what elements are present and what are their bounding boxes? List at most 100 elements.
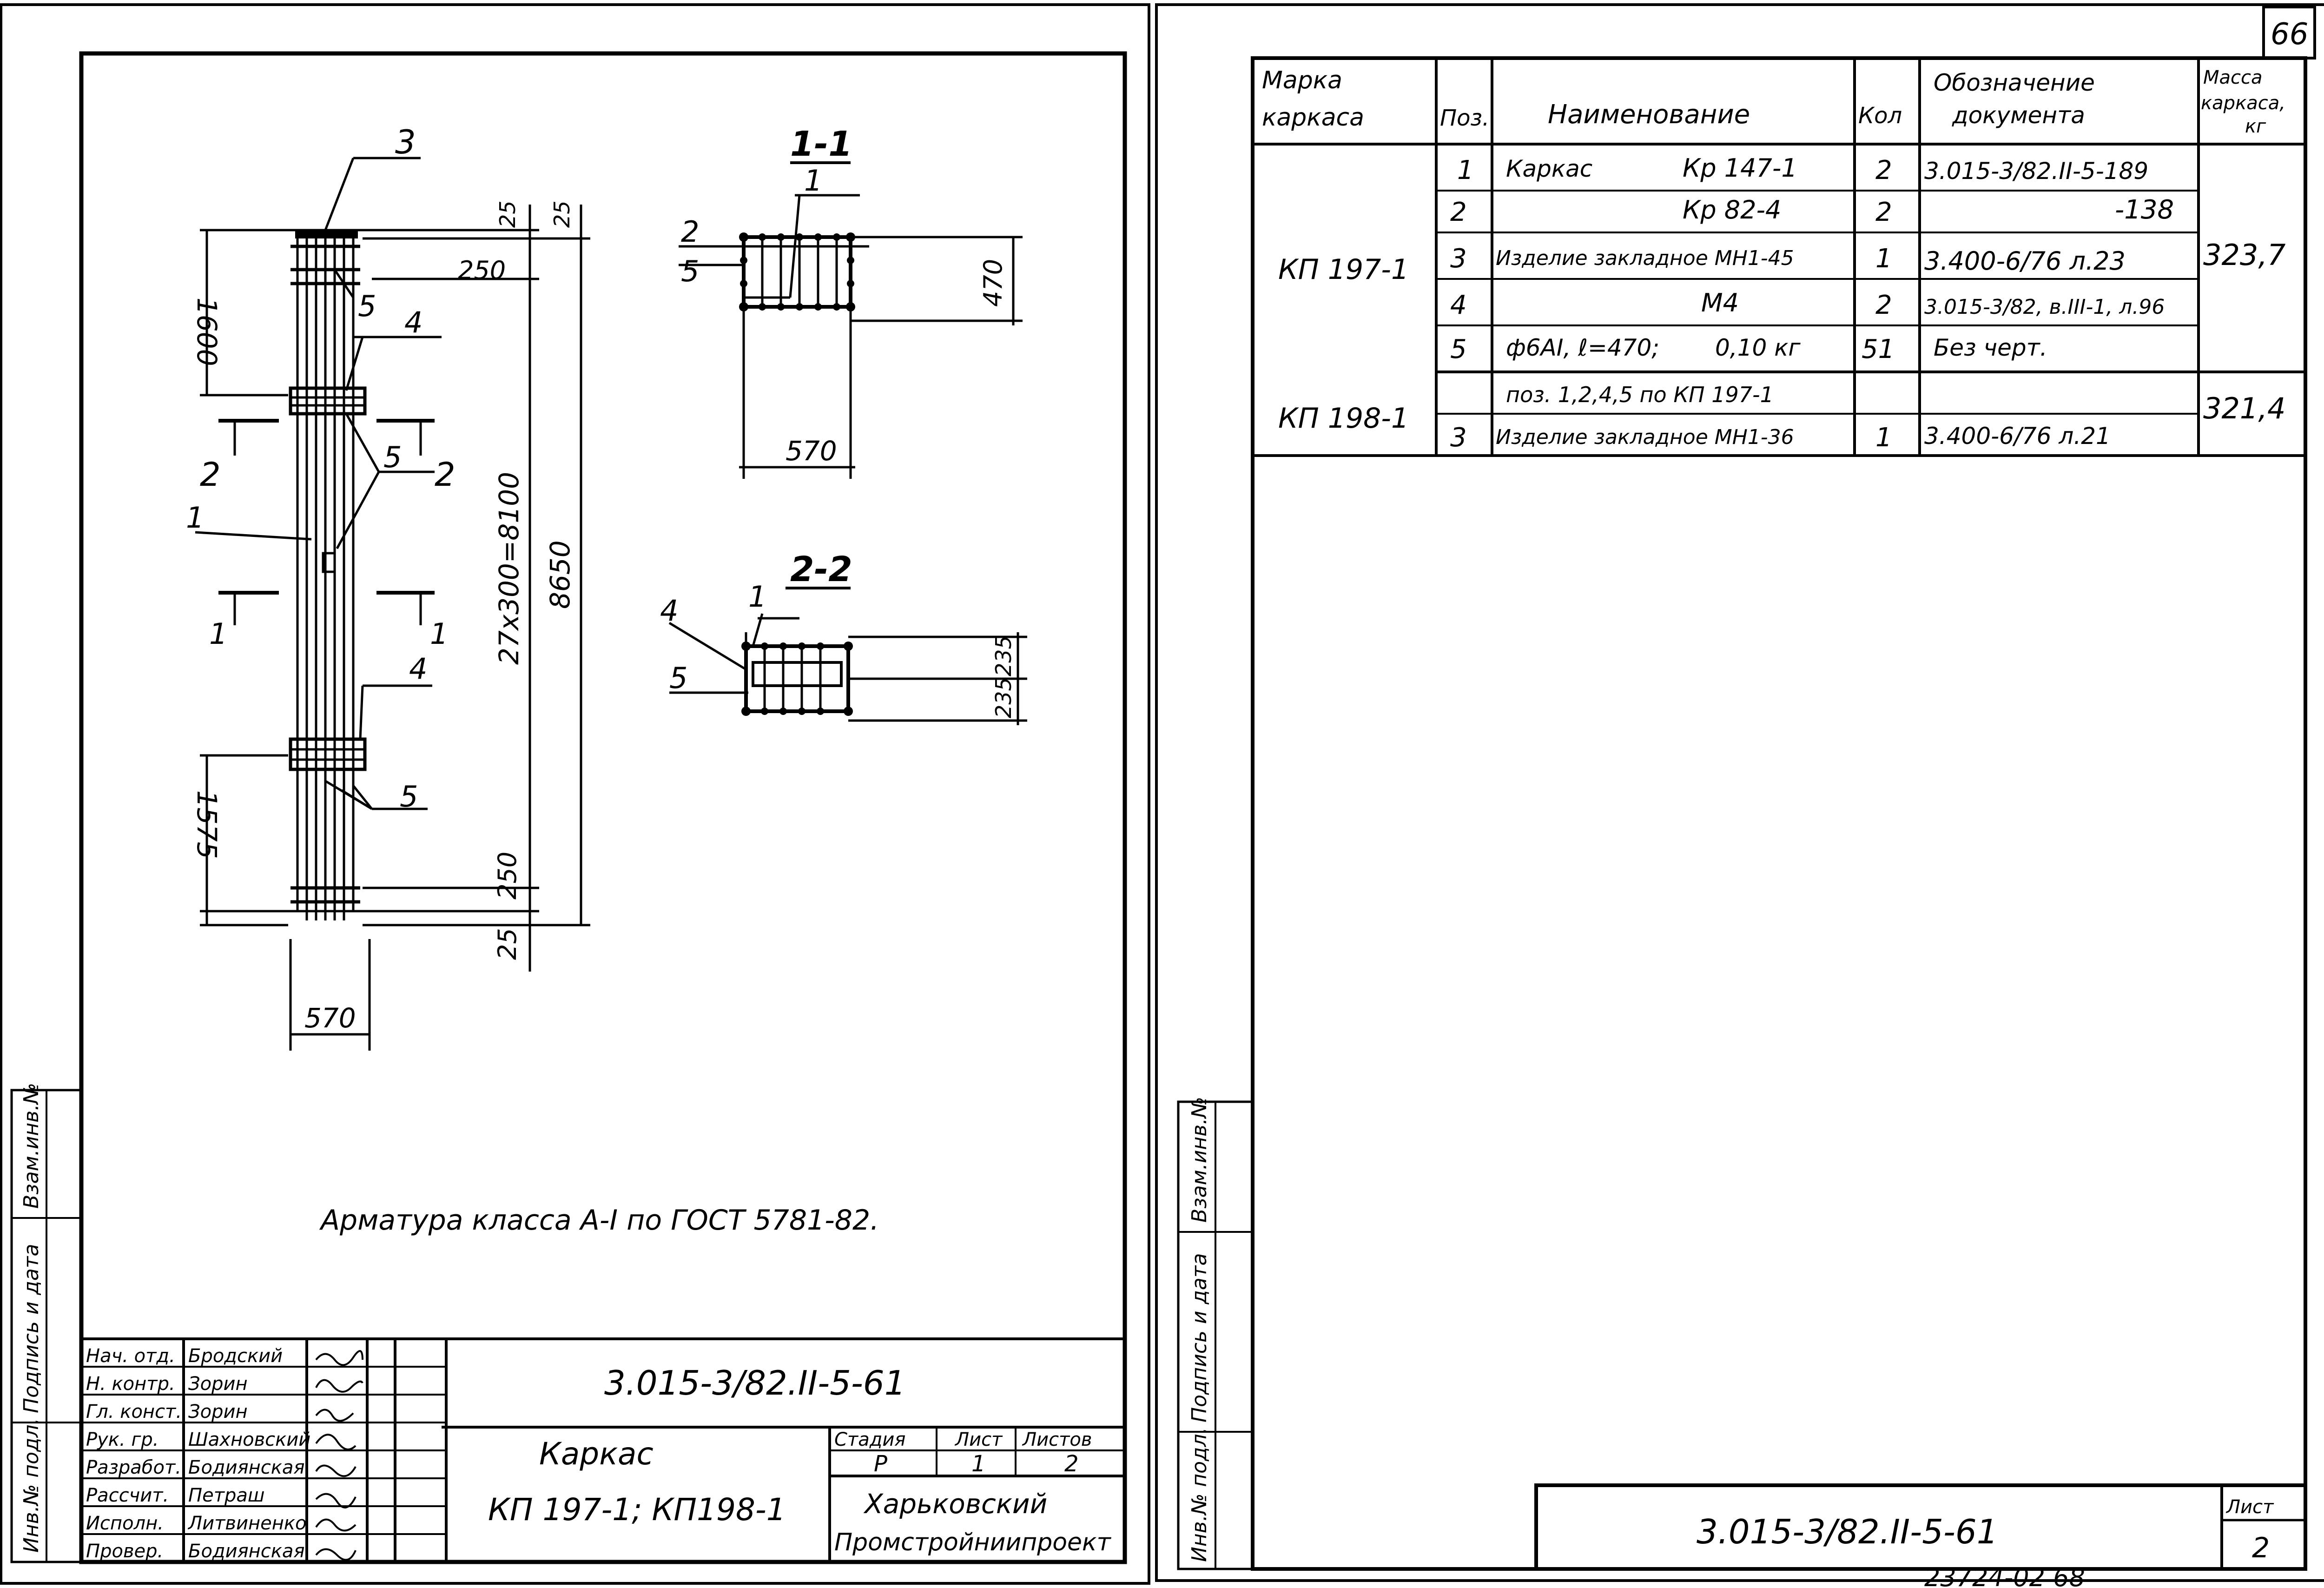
tb-sheets-header: Листов (1022, 1429, 1092, 1450)
row1-name2: Кр 147-1 (1683, 153, 1797, 183)
tb-role-8: Провер. (86, 1541, 163, 1562)
tb-role-1: Нач. отд. (86, 1345, 175, 1367)
section-1-1-title: 1-1 (790, 124, 852, 164)
tb-name-7: Литвиненко (187, 1513, 307, 1534)
left-outer-border (0, 3, 1150, 1585)
row4-qty: 2 (1875, 290, 1892, 320)
section-2-2-title: 2-2 (790, 549, 852, 589)
longitudinal-bars (296, 235, 355, 920)
stamp-inv-label-r: Инв.№ подл. (1188, 1427, 1211, 1562)
group-mark-kp198: КП 198-1 (1278, 402, 1409, 435)
row5-doc: Без черт. (1934, 334, 2047, 361)
row5-name2: 0,10 кг (1715, 334, 1801, 361)
section-1-dim-570: 570 (786, 435, 837, 467)
tb-sheets-value: 2 (1064, 1451, 1079, 1477)
row4-name2: М4 (1701, 288, 1739, 318)
section-2-callout-1: 1 (748, 580, 766, 614)
section-cut-marks (218, 419, 435, 625)
section-2-2: 2-2 (660, 549, 1027, 725)
dim-8650: 8650 (544, 540, 576, 609)
tb-stage-header: Стадия (834, 1429, 905, 1450)
cut-1-right: 1 (430, 617, 448, 651)
hdr-doc-1: Обозначение (1934, 69, 2095, 96)
tb-org-line2: Промстройниипроект (834, 1528, 1111, 1556)
top-plate-embed (295, 230, 358, 238)
reinforcement-note: Арматура класса А-I по ГОСТ 5781-82. (319, 1204, 879, 1237)
page-number-box (2262, 6, 2316, 60)
dim-1600: 1600 (191, 298, 223, 366)
dim-top-25a: 25 (495, 200, 520, 228)
row7-qty: 1 (1875, 423, 1892, 453)
group-mass-kp198: 321,4 (2203, 391, 2286, 425)
group-mark-kp197: КП 197-1 (1278, 253, 1409, 286)
tb-name-2: Зорин (188, 1373, 248, 1395)
row3-qty: 1 (1875, 244, 1892, 274)
spec-table: Марка каркаса Поз. Наименование Кол Обоз… (1253, 58, 2305, 457)
section-1-callout-2: 2 (681, 215, 699, 249)
dim-570-elevation: 570 (304, 1002, 356, 1034)
row7-name: Изделие закладное МН1-36 (1496, 425, 1794, 449)
row3-pos: 3 (1450, 244, 1467, 274)
row3-doc: 3.400-6/76 л.23 (1924, 246, 2126, 276)
callout-5-bottom: 5 (400, 780, 418, 814)
stamp-sign-label-r: Подпись и дата (1188, 1253, 1211, 1423)
callout-3: 3 (395, 123, 416, 161)
row1-doc: 3.015-3/82.II-5-189 (1924, 158, 2148, 185)
right-footer-stamp: 3.015-3/82.II-5-61 Лист 2 (1534, 1483, 2307, 1571)
row2-qty: 2 (1875, 197, 1892, 227)
row5-name: ф6АI, ℓ=470; (1506, 334, 1659, 361)
cut-2-right: 2 (435, 456, 456, 494)
footer-sheet-label: Лист (2225, 1496, 2274, 1518)
elevation-dim-lines (200, 205, 590, 1051)
stamp-replace-label-r: Взам.инв.№ (1188, 1097, 1211, 1223)
right-sheet: 66 Инв.№ подл. Подпись и дата Взам.инв.№ (1155, 3, 2324, 1588)
group-mass-kp197: 323,7 (2203, 238, 2286, 272)
tb-name-6: Петраш (188, 1485, 265, 1506)
section-1-callout-5: 5 (681, 254, 699, 288)
row2-pos: 2 (1450, 197, 1467, 227)
signatures (315, 1350, 363, 1561)
embed-part-upper (289, 386, 367, 416)
section-1-callout-1: 1 (804, 164, 822, 198)
section-2-callout-5: 5 (669, 661, 687, 695)
dim-250-top: 250 (458, 256, 506, 285)
row3-name: Изделие закладное МН1-45 (1496, 246, 1794, 270)
row2-doc: -138 (2115, 195, 2174, 225)
tb-name-4: Шахновский (188, 1429, 310, 1450)
hdr-pos: Поз. (1440, 105, 1489, 131)
tb-role-7: Исполн. (86, 1513, 164, 1534)
row6-name: поз. 1,2,4,5 по КП 197-1 (1506, 382, 1774, 407)
hdr-name: Наименование (1548, 99, 1750, 130)
tb-name-3: Зорин (188, 1401, 248, 1423)
right-side-stamp: Инв.№ подл. Подпись и дата Взам.инв.№ (1177, 1097, 1254, 1570)
left-inner-frame (79, 51, 1127, 1564)
row7-doc: 3.400-6/76 л.21 (1924, 423, 2111, 450)
elevation-view: 2 2 1 1 3 5 (186, 123, 590, 1051)
tb-name-5: Бодиянская (188, 1457, 305, 1478)
tb-org-line1: Харьковский (863, 1488, 1047, 1520)
bottom-archive-number: 23724-02 68 (1924, 1563, 2085, 1588)
hdr-mass-2: каркаса, (2201, 93, 2285, 114)
hdr-doc-2: документа (1952, 102, 2085, 129)
tb-sheet-value: 1 (971, 1451, 986, 1477)
dim-span: 27х300=8100 (493, 472, 525, 665)
callout-4-bottom: 4 (409, 652, 427, 686)
tb-title-line2: КП 197-1; КП198-1 (488, 1492, 786, 1528)
footer-sheet-number: 2 (2252, 1532, 2270, 1564)
section-2-callout-4: 4 (660, 594, 678, 628)
dim-1575: 1575 (191, 790, 223, 859)
footer-doc-code: 3.015-3/82.II-5-61 (1697, 1512, 1998, 1551)
stamp-replace-label: Взам.инв.№ (20, 1083, 43, 1209)
row1-qty: 2 (1875, 155, 1892, 185)
hdr-mass-1: Масса (2203, 67, 2263, 88)
hdr-mark-1: Марка (1262, 66, 1342, 94)
tb-doc-code: 3.015-3/82.II-5-61 (604, 1363, 906, 1403)
cut-1-left: 1 (209, 617, 227, 651)
tb-title-line1: Каркас (539, 1436, 654, 1472)
stamp-sign-label: Подпись и дата (20, 1244, 43, 1413)
row4-doc: 3.015-3/82, в.III-1, л.96 (1924, 295, 2165, 319)
callout-1: 1 (186, 501, 204, 535)
dim-250-bottom: 250 (493, 852, 522, 900)
right-outer-border (1155, 3, 2324, 1582)
left-title-block: Нач. отд. Бродский Н. контр. Зорин Гл. к… (81, 1337, 1125, 1562)
